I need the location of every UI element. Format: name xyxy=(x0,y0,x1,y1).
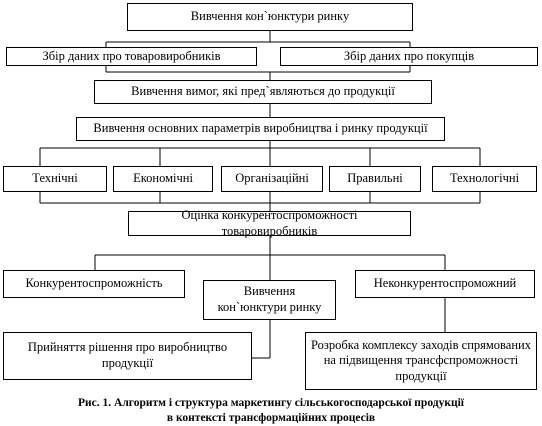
production-market-parameters-box: Вивчення основних параметрів виробництва… xyxy=(76,117,445,141)
param-technological-label: Технологічні xyxy=(449,171,520,186)
product-requirements-label: Вивчення вимог, які пред`являються до пр… xyxy=(131,84,395,99)
production-decision-box: Прийняття рішення про виробництво продук… xyxy=(3,332,252,380)
product-requirements-box: Вивчення вимог, які пред`являються до пр… xyxy=(94,80,432,104)
producers-data-label: Збір даних про товаровиробників xyxy=(42,48,221,63)
param-organizational-box: Організаційні xyxy=(221,166,323,192)
production-decision-label: Прийняття рішення про виробництво продук… xyxy=(27,340,228,370)
caption-line-1: Рис. 1. Алгоритм і структура маркетингу … xyxy=(78,397,464,409)
caption-line-2: в контексті трансформаційних процесів xyxy=(166,411,376,424)
param-technological-box: Технологічні xyxy=(432,166,537,192)
param-organizational-label: Організаційні xyxy=(235,171,309,186)
figure-caption: Рис. 1. Алгоритм і структура маркетингу … xyxy=(0,396,542,426)
competitiveness-assessment-label: Оцінка конкурентоспроможності товаровиро… xyxy=(181,207,358,238)
improvement-measures-box: Розробка комплексу заходів спрямованих н… xyxy=(305,332,537,390)
competitive-label: Конкурентоспроможність xyxy=(25,276,163,291)
noncompetitive-box: Неконкурентоспроможний xyxy=(355,270,535,298)
market-study-label: Вивчення кон`юнктури ринку xyxy=(217,284,322,314)
competitiveness-assessment-box: Оцінка конкурентоспроможності товаровиро… xyxy=(128,207,411,238)
market-study-box: Вивчення кон`юнктури ринку xyxy=(203,280,336,320)
param-technical-box: Технічні xyxy=(3,166,107,192)
competitive-box: Конкурентоспроможність xyxy=(3,270,185,298)
market-conjuncture-study-box: Вивчення кон`юнктури ринку xyxy=(127,3,413,31)
param-rules-label: Правильні xyxy=(347,171,403,186)
noncompetitive-label: Неконкурентоспроможний xyxy=(373,276,517,291)
production-market-parameters-label: Вивчення основних параметрів виробництва… xyxy=(93,121,428,136)
param-economic-label: Економічні xyxy=(133,171,193,186)
buyers-data-label: Збір даних про покупців xyxy=(343,48,475,63)
improvement-measures-label: Розробка комплексу заходів спрямованих н… xyxy=(311,337,531,383)
param-rules-box: Правильні xyxy=(329,166,421,192)
buyers-data-box: Збір даних про покупців xyxy=(280,47,538,66)
param-technical-label: Технічні xyxy=(32,171,78,186)
producers-data-box: Збір даних про товаровиробників xyxy=(6,47,257,66)
param-economic-box: Економічні xyxy=(113,166,213,192)
market-conjuncture-study-label: Вивчення кон`юнктури ринку xyxy=(190,9,350,24)
